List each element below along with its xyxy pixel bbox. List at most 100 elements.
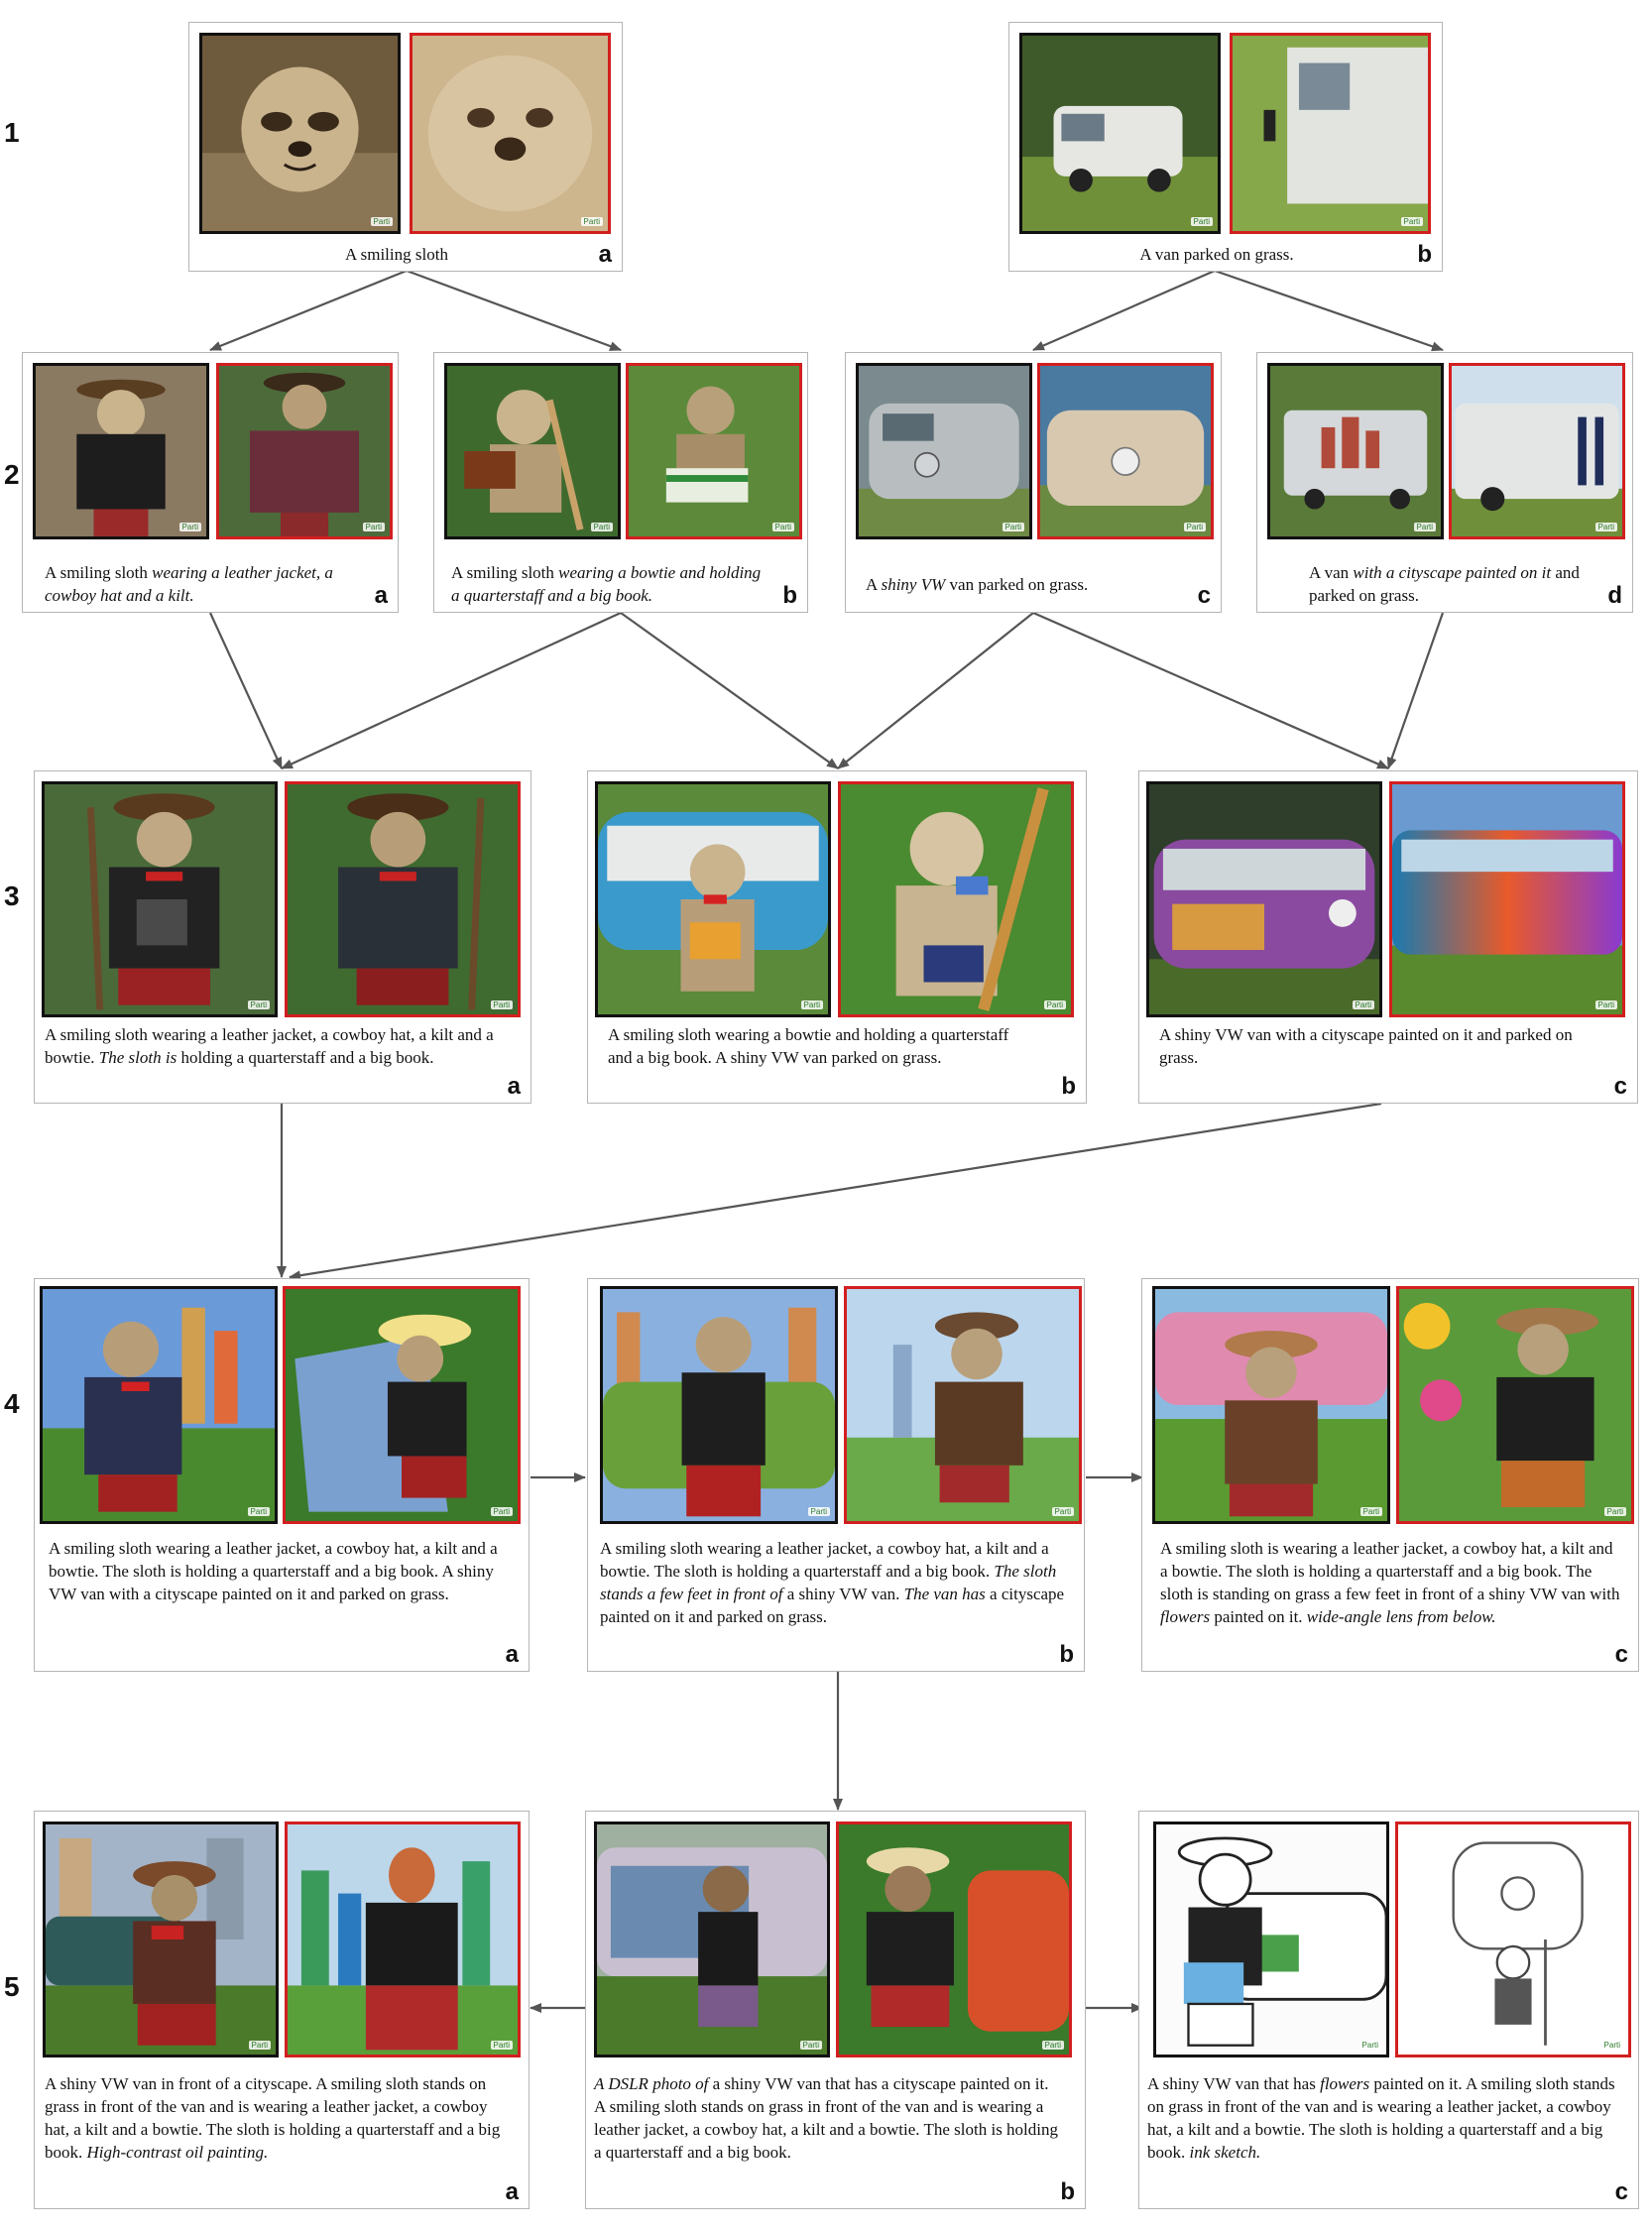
panel-r3a-letter: a (507, 1073, 521, 1100)
panel-r3c-letter: c (1613, 1073, 1627, 1100)
caption-run: A smiling sloth is wearing a leather jac… (1160, 1539, 1620, 1603)
panel-r3c-image-1: Parti (1146, 781, 1382, 1017)
panel-r4c-image-1: Parti (1152, 1286, 1390, 1524)
caption-run: A smiling sloth wearing a bowtie and hol… (608, 1025, 1009, 1067)
caption-run: A smiling sloth (345, 245, 448, 264)
parti-watermark: Parti (580, 217, 603, 226)
panel-r3a-image-1: Parti (42, 781, 278, 1017)
panel-r5b-image-1: Parti (594, 1822, 830, 2057)
panel-r3c-image-2: Parti (1389, 781, 1625, 1017)
panel-r5c-caption: A shiny VW van that has flowers painted … (1147, 2072, 1623, 2164)
caption-run: The van has (903, 1585, 986, 1603)
parti-watermark: Parti (800, 1000, 823, 1009)
panel-r5a-image-1: Parti (43, 1822, 279, 2057)
panel-r1a-letter: a (598, 241, 612, 268)
panel-r2c-image-2: Parti (1037, 363, 1214, 539)
row-label-1: 1 (4, 117, 20, 148)
panel-r5c: Parti Parti A shiny VW van that has flow… (1138, 1811, 1639, 2209)
parti-watermark: Parti (1043, 1000, 1066, 1009)
parti-watermark: Parti (1594, 523, 1617, 531)
panel-r2a-caption: A smiling sloth wearing a leather jacket… (45, 561, 360, 607)
panel-r5b-letter: b (1060, 2178, 1075, 2205)
parti-watermark: Parti (1041, 2041, 1064, 2050)
caption-run: shiny VW (881, 575, 946, 594)
parti-watermark: Parti (248, 2041, 271, 2050)
panel-r1b-image-1: Parti (1019, 33, 1221, 234)
panel-r5c-letter: c (1614, 2178, 1628, 2205)
panel-r1b-caption: A van parked on grass. (1019, 243, 1414, 266)
caption-run: A shiny VW van that has (1147, 2074, 1321, 2093)
panel-r3c-caption: A shiny VW van with a cityscape painted … (1159, 1023, 1586, 1069)
parti-watermark: Parti (1352, 1000, 1374, 1009)
parti-watermark: Parti (247, 1000, 270, 1009)
panel-r1a-image-2: Parti (410, 33, 611, 234)
parti-watermark: Parti (490, 1000, 513, 1009)
panel-r1a-caption: A smiling sloth (199, 243, 594, 266)
panel-r5a-letter: a (505, 2178, 519, 2205)
panel-r2c-image-1: Parti (856, 363, 1032, 539)
parti-watermark: Parti (590, 523, 613, 531)
panel-r4c-caption: A smiling sloth is wearing a leather jac… (1160, 1537, 1621, 1628)
parti-watermark: Parti (178, 523, 201, 531)
parti-watermark: Parti (1358, 2041, 1381, 2050)
panel-r4a-image-1: Parti (40, 1286, 278, 1524)
panel-r2b-image-1: Parti (444, 363, 621, 539)
panel-r3b-letter: b (1061, 1073, 1076, 1100)
caption-run: A van (1309, 563, 1354, 582)
panel-r4a-image-2: Parti (283, 1286, 521, 1524)
panel-r2a-image-1: Parti (33, 363, 209, 539)
panel-r5b-caption: A DSLR photo of a shiny VW van that has … (594, 2072, 1060, 2164)
row-label-4: 4 (4, 1388, 20, 1419)
caption-run: flowers (1160, 1607, 1211, 1626)
panel-r4b-letter: b (1059, 1641, 1074, 1668)
panel-r2d-image-2: Parti (1449, 363, 1625, 539)
panel-r2d-image-1: Parti (1267, 363, 1444, 539)
caption-run: a cityscape painted on it and parked on … (600, 1585, 1065, 1626)
parti-watermark: Parti (807, 1507, 830, 1516)
panel-r4c-letter: c (1614, 1641, 1628, 1668)
parti-watermark: Parti (370, 217, 393, 226)
panel-r3b: Parti Parti A smiling sloth wearing a bo… (587, 770, 1087, 1104)
panel-r5a-caption: A shiny VW van in front of a cityscape. … (45, 2072, 511, 2164)
panel-r5a-image-2: Parti (285, 1822, 521, 2057)
caption-run: A van parked on grass. (1139, 245, 1294, 264)
panel-r5b-image-2: Parti (836, 1822, 1072, 2057)
parti-watermark: Parti (362, 523, 385, 531)
panel-r1a-image-1: Parti (199, 33, 401, 234)
parti-watermark: Parti (490, 1507, 513, 1516)
panel-r2a-letter: a (374, 582, 388, 609)
panel-r3a-caption: A smiling sloth wearing a leather jacket… (45, 1023, 525, 1069)
caption-run: and parked on grass. (1309, 563, 1580, 605)
panel-r1b-image-2: Parti (1230, 33, 1431, 234)
panel-r2b-image-2: Parti (626, 363, 802, 539)
panel-r5b: Parti Parti A DSLR photo of a shiny VW v… (585, 1811, 1086, 2209)
panel-r2c-caption: A shiny VW van parked on grass. (866, 573, 1203, 596)
panel-r2d-letter: d (1607, 582, 1622, 609)
caption-run: a shiny VW van. (782, 1585, 904, 1603)
panel-r5a: Parti Parti A shiny VW van in front of a… (34, 1811, 530, 2209)
panel-r3b-image-1: Parti (595, 781, 831, 1017)
caption-run: A smiling sloth wearing a leather jacket… (49, 1539, 498, 1603)
parti-watermark: Parti (799, 2041, 822, 2050)
panel-r5c-image-2: Parti (1395, 1822, 1631, 2057)
panel-r3b-image-2: Parti (838, 781, 1074, 1017)
caption-run: wearing a leather jacket, a cowboy hat a… (45, 563, 333, 605)
panel-r1a: Parti Parti A smiling sloth a (188, 22, 623, 272)
panel-r2d-caption: A van with a cityscape painted on it and… (1309, 561, 1606, 607)
caption-run: holding a quarterstaff and a big book. (177, 1048, 434, 1067)
parti-watermark: Parti (1413, 523, 1436, 531)
parti-watermark: Parti (1603, 1507, 1626, 1516)
panel-r5c-image-1: Parti (1153, 1822, 1389, 2057)
caption-run: High-contrast oil painting. (86, 2143, 269, 2162)
panel-r2b-caption: A smiling sloth wearing a bowtie and hol… (451, 561, 767, 607)
panel-r2b-letter: b (782, 582, 797, 609)
parti-watermark: Parti (771, 523, 794, 531)
parti-watermark: Parti (1600, 2041, 1623, 2050)
panel-r2b: Parti Parti A smiling sloth wearing a bo… (433, 352, 808, 613)
panel-r4a-caption: A smiling sloth wearing a leather jacket… (49, 1537, 513, 1605)
caption-run: A smiling sloth (451, 563, 559, 582)
panel-r2a-image-2: Parti (216, 363, 393, 539)
panel-r4c-image-2: Parti (1396, 1286, 1634, 1524)
panel-r4a-letter: a (505, 1641, 519, 1668)
